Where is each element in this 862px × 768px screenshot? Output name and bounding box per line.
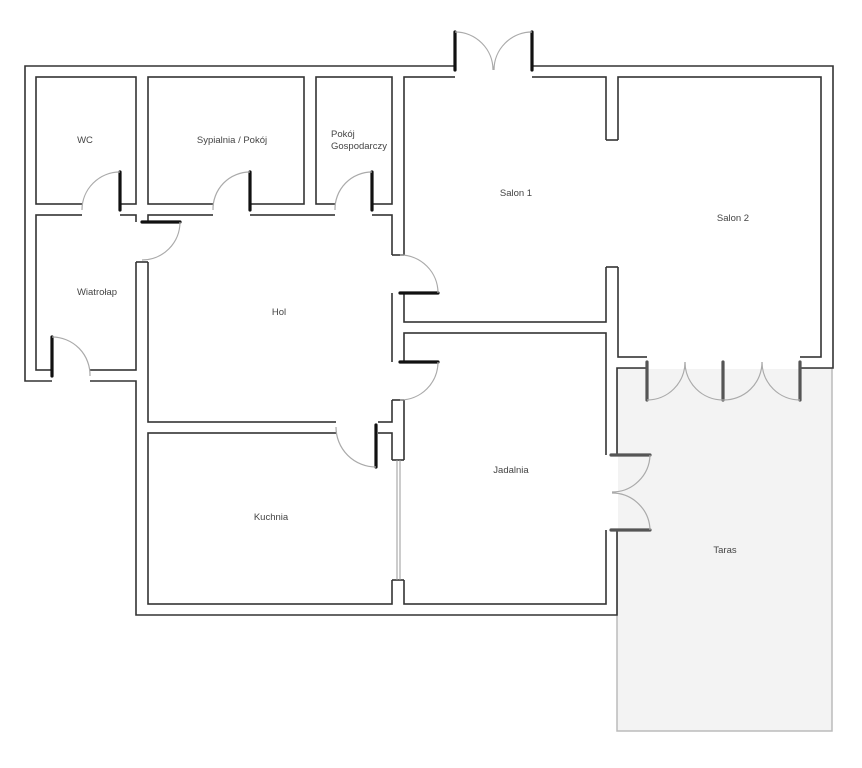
label-gospodarczy-1: Pokój [331,129,355,140]
label-sypialnia: Sypialnia / Pokój [197,135,267,146]
door-gospodarczy[interactable] [334,170,374,212]
door-terrace-jadalnia[interactable] [609,453,652,532]
room-gospodarczy[interactable] [315,76,393,205]
label-jadalnia: Jadalnia [493,465,529,476]
label-hol: Hol [272,307,286,318]
label-gospodarczy-2: Gospodarczy [331,141,387,152]
terrace-area[interactable] [616,367,833,732]
label-kuchnia: Kuchnia [254,512,289,523]
door-salon-1[interactable] [398,254,440,295]
door-wc[interactable] [81,170,122,212]
door-main-double[interactable] [453,30,534,72]
label-taras: Taras [713,545,736,556]
door-jadalnia[interactable] [398,360,440,401]
room-salon-1[interactable] [403,76,607,323]
label-wc: WC [77,135,93,146]
door-entrance[interactable] [50,335,91,378]
label-wiatrolap: Wiatrołap [77,287,117,298]
door-kuchnia[interactable] [335,423,378,469]
door-sypialnia[interactable] [212,170,252,212]
door-wiatrolap-hol[interactable] [140,220,182,261]
label-salon-1: Salon 1 [500,188,532,199]
room-sypialnia[interactable] [147,76,305,205]
room-jadalnia[interactable] [403,332,607,605]
door-terrace-salon-2[interactable] [645,360,802,402]
room-kuchnia[interactable] [147,432,393,605]
room-hol[interactable] [147,214,393,423]
label-salon-2: Salon 2 [717,213,749,224]
